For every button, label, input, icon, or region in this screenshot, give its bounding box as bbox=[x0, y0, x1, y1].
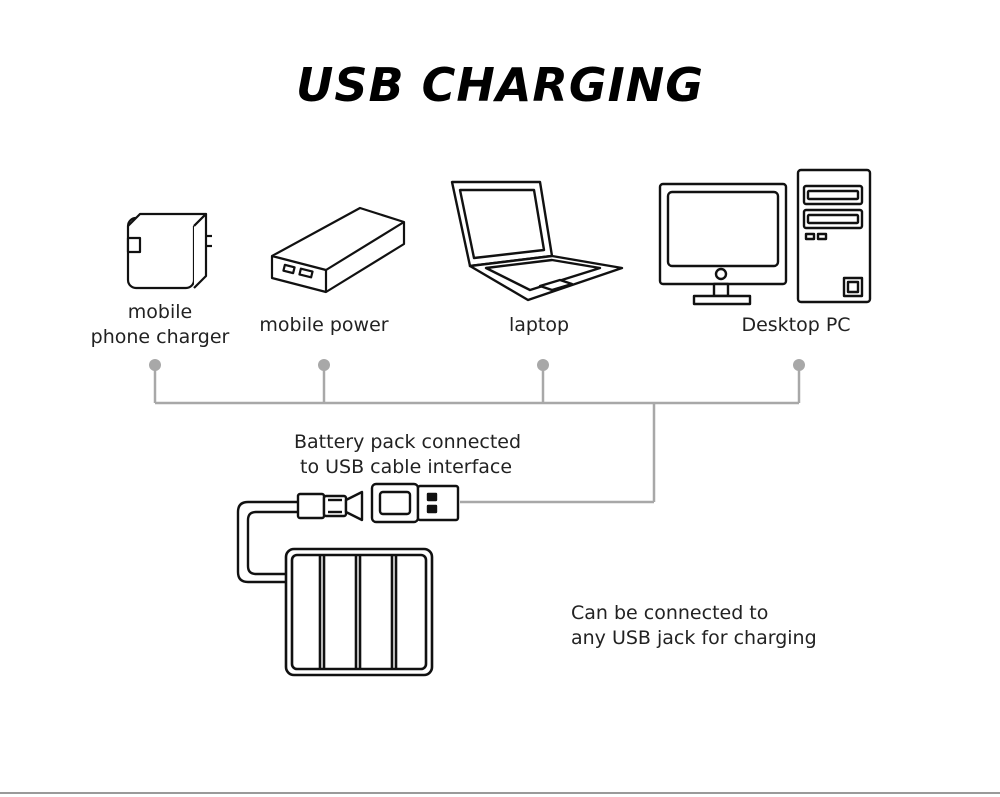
caption-line: Battery pack connected bbox=[294, 431, 522, 453]
label-line: mobile bbox=[127, 301, 193, 323]
bottom-divider bbox=[0, 792, 1000, 794]
caption-line: to USB cable interface bbox=[300, 456, 513, 478]
usb-note: Can be connected to any USB jack for cha… bbox=[571, 601, 817, 651]
label-mobile-power: mobile power bbox=[259, 314, 389, 336]
laptop-icon bbox=[450, 180, 624, 302]
battery-caption: Battery pack connected to USB cable inte… bbox=[294, 430, 521, 480]
note-line: any USB jack for charging bbox=[571, 627, 817, 649]
label-laptop: laptop bbox=[508, 314, 570, 336]
connector-lines bbox=[153, 365, 801, 504]
page-title: USB CHARGING bbox=[296, 58, 704, 112]
label-mobile-phone-charger: mobile phone charger bbox=[70, 300, 250, 350]
desktop-pc-icon bbox=[658, 168, 872, 306]
wall-charger-icon bbox=[126, 212, 212, 290]
power-bank-icon bbox=[270, 206, 406, 294]
battery-pack-icon bbox=[284, 547, 434, 677]
label-desktop-pc: Desktop PC bbox=[741, 314, 851, 336]
usb-cable-icon bbox=[236, 490, 364, 584]
usb-plug-icon bbox=[370, 482, 460, 524]
note-line: Can be connected to bbox=[571, 602, 769, 624]
label-line: phone charger bbox=[90, 326, 230, 348]
connector-dots bbox=[149, 359, 805, 371]
